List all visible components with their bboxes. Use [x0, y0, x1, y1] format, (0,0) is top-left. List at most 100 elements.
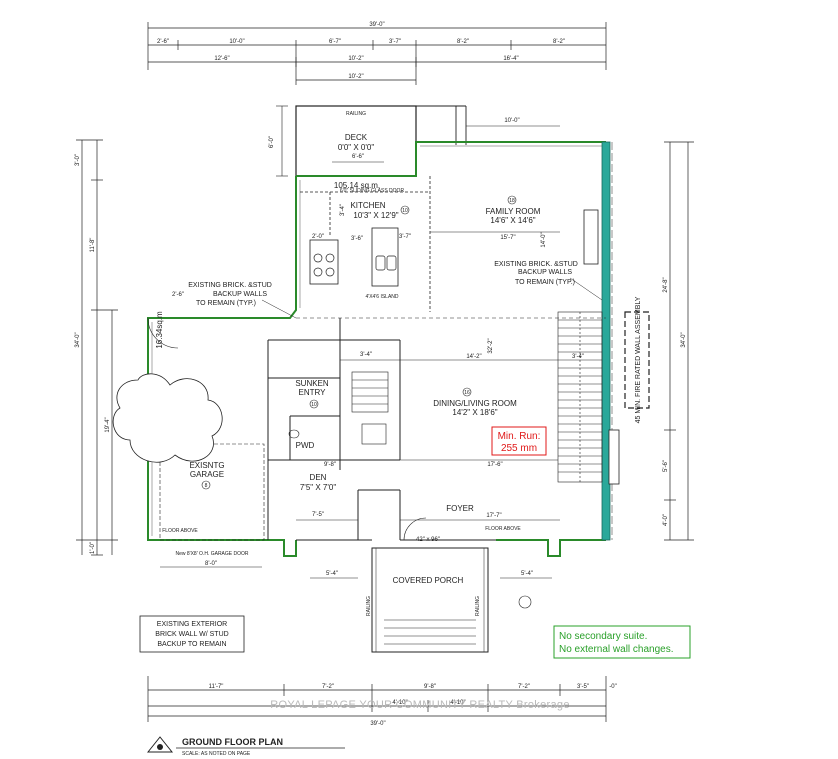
sunken-tag: [309, 399, 319, 409]
kitchen-dim-a: 3'-6": [351, 236, 363, 242]
kitchen-size: 10'3" X 12'9": [353, 211, 398, 220]
kitchen-cabinets: [300, 176, 431, 312]
right-dim-1: 24'-8": [663, 277, 669, 292]
left-dim-2: 11'-8": [90, 238, 96, 253]
fireplace: [583, 209, 599, 265]
garage-label-2: GARAGE: [190, 470, 224, 479]
interior-walls: [267, 317, 606, 541]
top-dim-3: 6'-7": [329, 39, 341, 45]
section-marker-icon: [518, 595, 532, 609]
left-existing-wall-note-3: TO REMAIN (TYP.): [196, 300, 256, 307]
green-note-box: [553, 625, 691, 659]
front-door-swing: [403, 517, 427, 541]
covered-porch: [371, 547, 489, 653]
bottom-overall-dim: 39'-0": [370, 721, 385, 727]
stair-dim: 3'-4": [572, 354, 584, 360]
top-dim-6: 8'-2": [553, 39, 565, 45]
den-dim-a: 7'-5": [312, 512, 324, 518]
main-stairs: [557, 311, 603, 483]
tree-icon: [112, 373, 223, 463]
right-dim-2: 5'-6": [663, 460, 669, 472]
exterior-wall-note-1: EXISTING EXTERIOR: [157, 621, 227, 628]
title-block: [146, 736, 345, 753]
kitchen-dim-b: 3'-7": [399, 234, 411, 240]
fire-rated-wall-note: 45 MIN. FIRE RATED WALL ASSEMBLY: [635, 296, 642, 423]
left-dim-3: 19'-4": [105, 417, 111, 432]
exterior-wall-note-3: BACKUP TO REMAIN: [157, 641, 226, 648]
left-dim-4: 34'-0": [75, 332, 81, 347]
bottom-dim-3: 9'-8": [424, 684, 436, 690]
fire-rated-wall-box: [624, 311, 650, 409]
watermark: ROYAL LEPAGE YOUR COMMUNITY REALTY Broke…: [270, 699, 570, 711]
left-dim-1: 3'-0": [75, 154, 81, 166]
kitchen-label: KITCHEN: [350, 201, 385, 210]
right-dim-3: 4'-0": [663, 514, 669, 526]
kitchen-dim-d: 3'-4": [340, 204, 346, 216]
entry-dim: 3'-4": [360, 352, 372, 358]
entry-label: ENTRY: [299, 388, 327, 397]
family-width-dim: 15'-7": [500, 235, 515, 241]
left-existing-wall-note-1: EXISTING BRICK. &STUD: [188, 282, 272, 289]
living-width-dim: 14'-2": [466, 354, 481, 360]
family-room-size: 14'6" X 14'6": [490, 216, 535, 225]
foyer-dim: 17'-7": [486, 513, 501, 519]
overall-top-dim: 39'-0": [369, 22, 384, 28]
entry-stairs: [351, 371, 389, 445]
top-dim-5: 8'-2": [457, 39, 469, 45]
porch-railing-left: RAILING: [366, 596, 372, 616]
deck-label: DECK: [345, 133, 368, 142]
porch-right-dim: 5'-4": [521, 571, 533, 577]
dining-label: DINING/LIVING ROOM: [433, 399, 517, 408]
dining-lower-dim: 17'-6": [487, 462, 502, 468]
green-note-1: No secondary suite.: [559, 631, 647, 642]
porch-label: COVERED PORCH: [393, 576, 464, 585]
min-run-label: Min. Run:: [498, 431, 541, 442]
garage-door-note: New 8'X8' O.H. GARAGE DOOR: [175, 551, 248, 557]
right-dim-4: 34'-0": [681, 332, 687, 347]
deck-side-dim: 6'-0": [269, 136, 275, 148]
right-window-bay: [608, 429, 620, 485]
kitchen-sink: [375, 255, 397, 271]
garage-area-label: 16.34sq.m: [155, 311, 164, 349]
kitchen-tag-num: 10: [402, 208, 408, 214]
min-run-value: 255 mm: [501, 443, 537, 454]
top-dim-row2-1: 12'-6": [214, 56, 229, 62]
family-tag-num: 18: [509, 198, 515, 204]
stair-long-dim: 32'-2": [488, 338, 494, 353]
plan-title: GROUND FLOOR PLAN: [182, 737, 283, 747]
deck-size: 0'0" X 0'0": [338, 143, 374, 152]
bottom-dim-4: 7'-2": [518, 684, 530, 690]
exterior-wall-note-box: [139, 615, 245, 653]
left-dim-5: 1'-0": [90, 542, 96, 554]
exterior-walls: [147, 141, 606, 557]
right-existing-wall-note-1: EXISTING BRICK. &STUD: [494, 261, 578, 268]
garage-tag: [201, 480, 211, 490]
sunken-tag-num: 10: [311, 402, 317, 408]
left-existing-wall-note-2: BACKUP WALLS: [213, 291, 267, 298]
scale-note: SCALE: AS NOTED ON PAGE: [182, 751, 251, 757]
den-label: DEN: [310, 473, 327, 482]
bottom-dim-2: 7'-2": [322, 684, 334, 690]
floor-above-right: FLOOR ABOVE: [485, 526, 521, 532]
kitchen-tag: [400, 205, 410, 215]
den-size: 7'5" X 7'0": [300, 483, 336, 492]
top-dimension-lines: [147, 22, 607, 85]
toilet-icon: [288, 429, 300, 439]
bottom-dim-1: 11'-7": [209, 684, 224, 690]
right-existing-wall-note-3: TO REMAIN (TYP.): [515, 279, 575, 286]
family-room-label: FAMILY ROOM: [486, 207, 541, 216]
deck-railing-label: RAILING: [346, 111, 366, 117]
porch-railing-right: RAILING: [475, 596, 481, 616]
bottom-dimension-lines: [147, 676, 607, 722]
foyer-label: FOYER: [446, 504, 474, 513]
porch-left-dim: 5'-4": [326, 571, 338, 577]
stove-burners: [313, 253, 335, 277]
min-run-box: [491, 426, 547, 456]
green-note-2: No external wall changes.: [559, 644, 674, 655]
garage-floor-above: [159, 443, 265, 541]
bottom-dim-6: -0": [609, 684, 616, 690]
bottom-dim-5: 3'-5": [577, 684, 589, 690]
right-dimension-lines: [664, 141, 694, 541]
pwd-label: PWD: [296, 441, 315, 450]
